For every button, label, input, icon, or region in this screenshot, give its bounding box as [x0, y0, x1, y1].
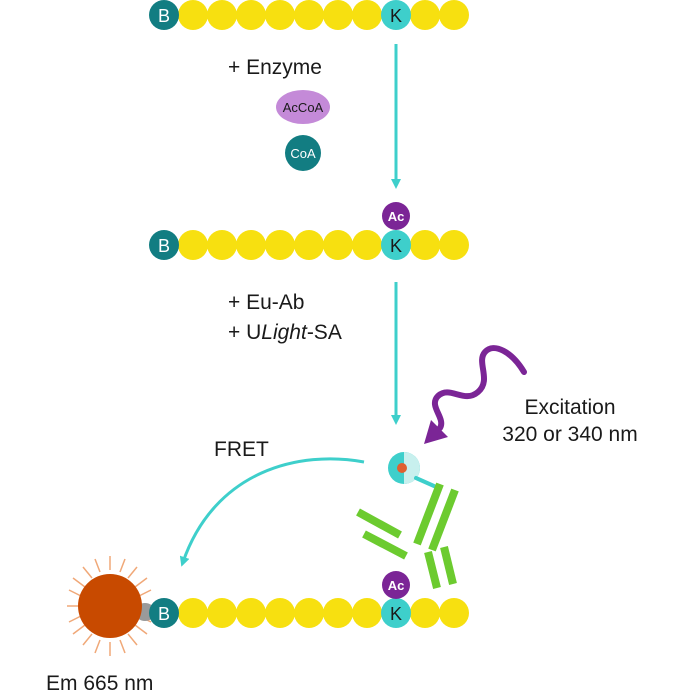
- biotin-label: B: [158, 6, 170, 26]
- acetyl-label: Ac: [388, 578, 405, 593]
- peptide-bead: [410, 0, 440, 30]
- peptide-bead: [410, 230, 440, 260]
- peptide-bead: [323, 230, 353, 260]
- peptide-bead: [410, 598, 440, 628]
- peptide-bead: [294, 0, 324, 30]
- acetyl-group: Ac: [382, 571, 410, 599]
- step-add-eu-ab: + Eu-Ab: [228, 291, 305, 314]
- fret-arrow: [179, 457, 365, 567]
- acetyl-coa-molecule: AcCoA: [276, 90, 330, 124]
- acetyl-coa-label: AcCoA: [283, 100, 324, 115]
- europium-chelate: [388, 452, 436, 488]
- peptide-bead: [207, 230, 237, 260]
- acetyl-group: Ac: [382, 202, 410, 230]
- peptide-bead: [265, 0, 295, 30]
- peptide-bead: [323, 598, 353, 628]
- lysine-node: K: [381, 230, 411, 260]
- lysine-node: K: [381, 0, 411, 30]
- emission-label: Em 665 nm: [46, 672, 154, 695]
- emitter-ulight: [67, 556, 155, 656]
- excitation-title: Excitation: [524, 396, 616, 419]
- ulight-italic: Light: [261, 321, 307, 344]
- lysine-label: K: [390, 6, 402, 26]
- coa-label: CoA: [290, 146, 316, 161]
- peptide-beads: [178, 0, 469, 30]
- peptide-bead: [294, 230, 324, 260]
- peptide-beads: [178, 230, 469, 260]
- peptide-bead: [236, 0, 266, 30]
- step-add-ulight-sa: + ULight-SA: [228, 321, 342, 345]
- peptide-bead: [207, 0, 237, 30]
- biotin-label: B: [158, 236, 170, 256]
- excitation-wavelength: 320 or 340 nm: [502, 423, 638, 446]
- peptide-bead: [178, 230, 208, 260]
- peptide-bead: [323, 0, 353, 30]
- europium-core: [397, 463, 407, 473]
- peptide-bead: [439, 598, 469, 628]
- biotin-label: B: [158, 604, 170, 624]
- lysine-label: K: [390, 604, 402, 624]
- biotin-node: B: [149, 230, 179, 260]
- peptide-bead: [236, 230, 266, 260]
- antibody: [356, 482, 459, 589]
- peptide-bead: [207, 598, 237, 628]
- step-add-enzyme: + Enzyme: [228, 56, 322, 79]
- biotin-node: B: [149, 598, 179, 628]
- peptide-bead: [178, 0, 208, 30]
- emitter-rays: [67, 556, 153, 656]
- ulight-dye: [78, 574, 142, 638]
- biotin-node: B: [149, 0, 179, 30]
- peptide-bead: [265, 230, 295, 260]
- peptide-bead: [178, 598, 208, 628]
- excitation-label: Excitation 320 or 340 nm: [480, 396, 660, 447]
- peptide-beads: [178, 598, 469, 628]
- acetyl-label: Ac: [388, 209, 405, 224]
- peptide-substrate: B K: [149, 0, 469, 30]
- peptide-acetylated: B K Ac: [149, 202, 469, 260]
- lysine-node: K: [381, 598, 411, 628]
- peptide-bead: [265, 598, 295, 628]
- peptide-bead: [439, 0, 469, 30]
- coa-molecule: CoA: [285, 135, 321, 171]
- peptide-complex: B K Ac: [149, 571, 469, 628]
- ulight-suffix: -SA: [306, 321, 342, 344]
- excitation-wave: [424, 345, 527, 444]
- peptide-bead: [352, 598, 382, 628]
- peptide-bead: [236, 598, 266, 628]
- ulight-prefix: + U: [228, 321, 262, 344]
- lysine-label: K: [390, 236, 402, 256]
- peptide-bead: [352, 230, 382, 260]
- fret-label: FRET: [214, 438, 269, 461]
- peptide-bead: [294, 598, 324, 628]
- peptide-bead: [352, 0, 382, 30]
- peptide-bead: [439, 230, 469, 260]
